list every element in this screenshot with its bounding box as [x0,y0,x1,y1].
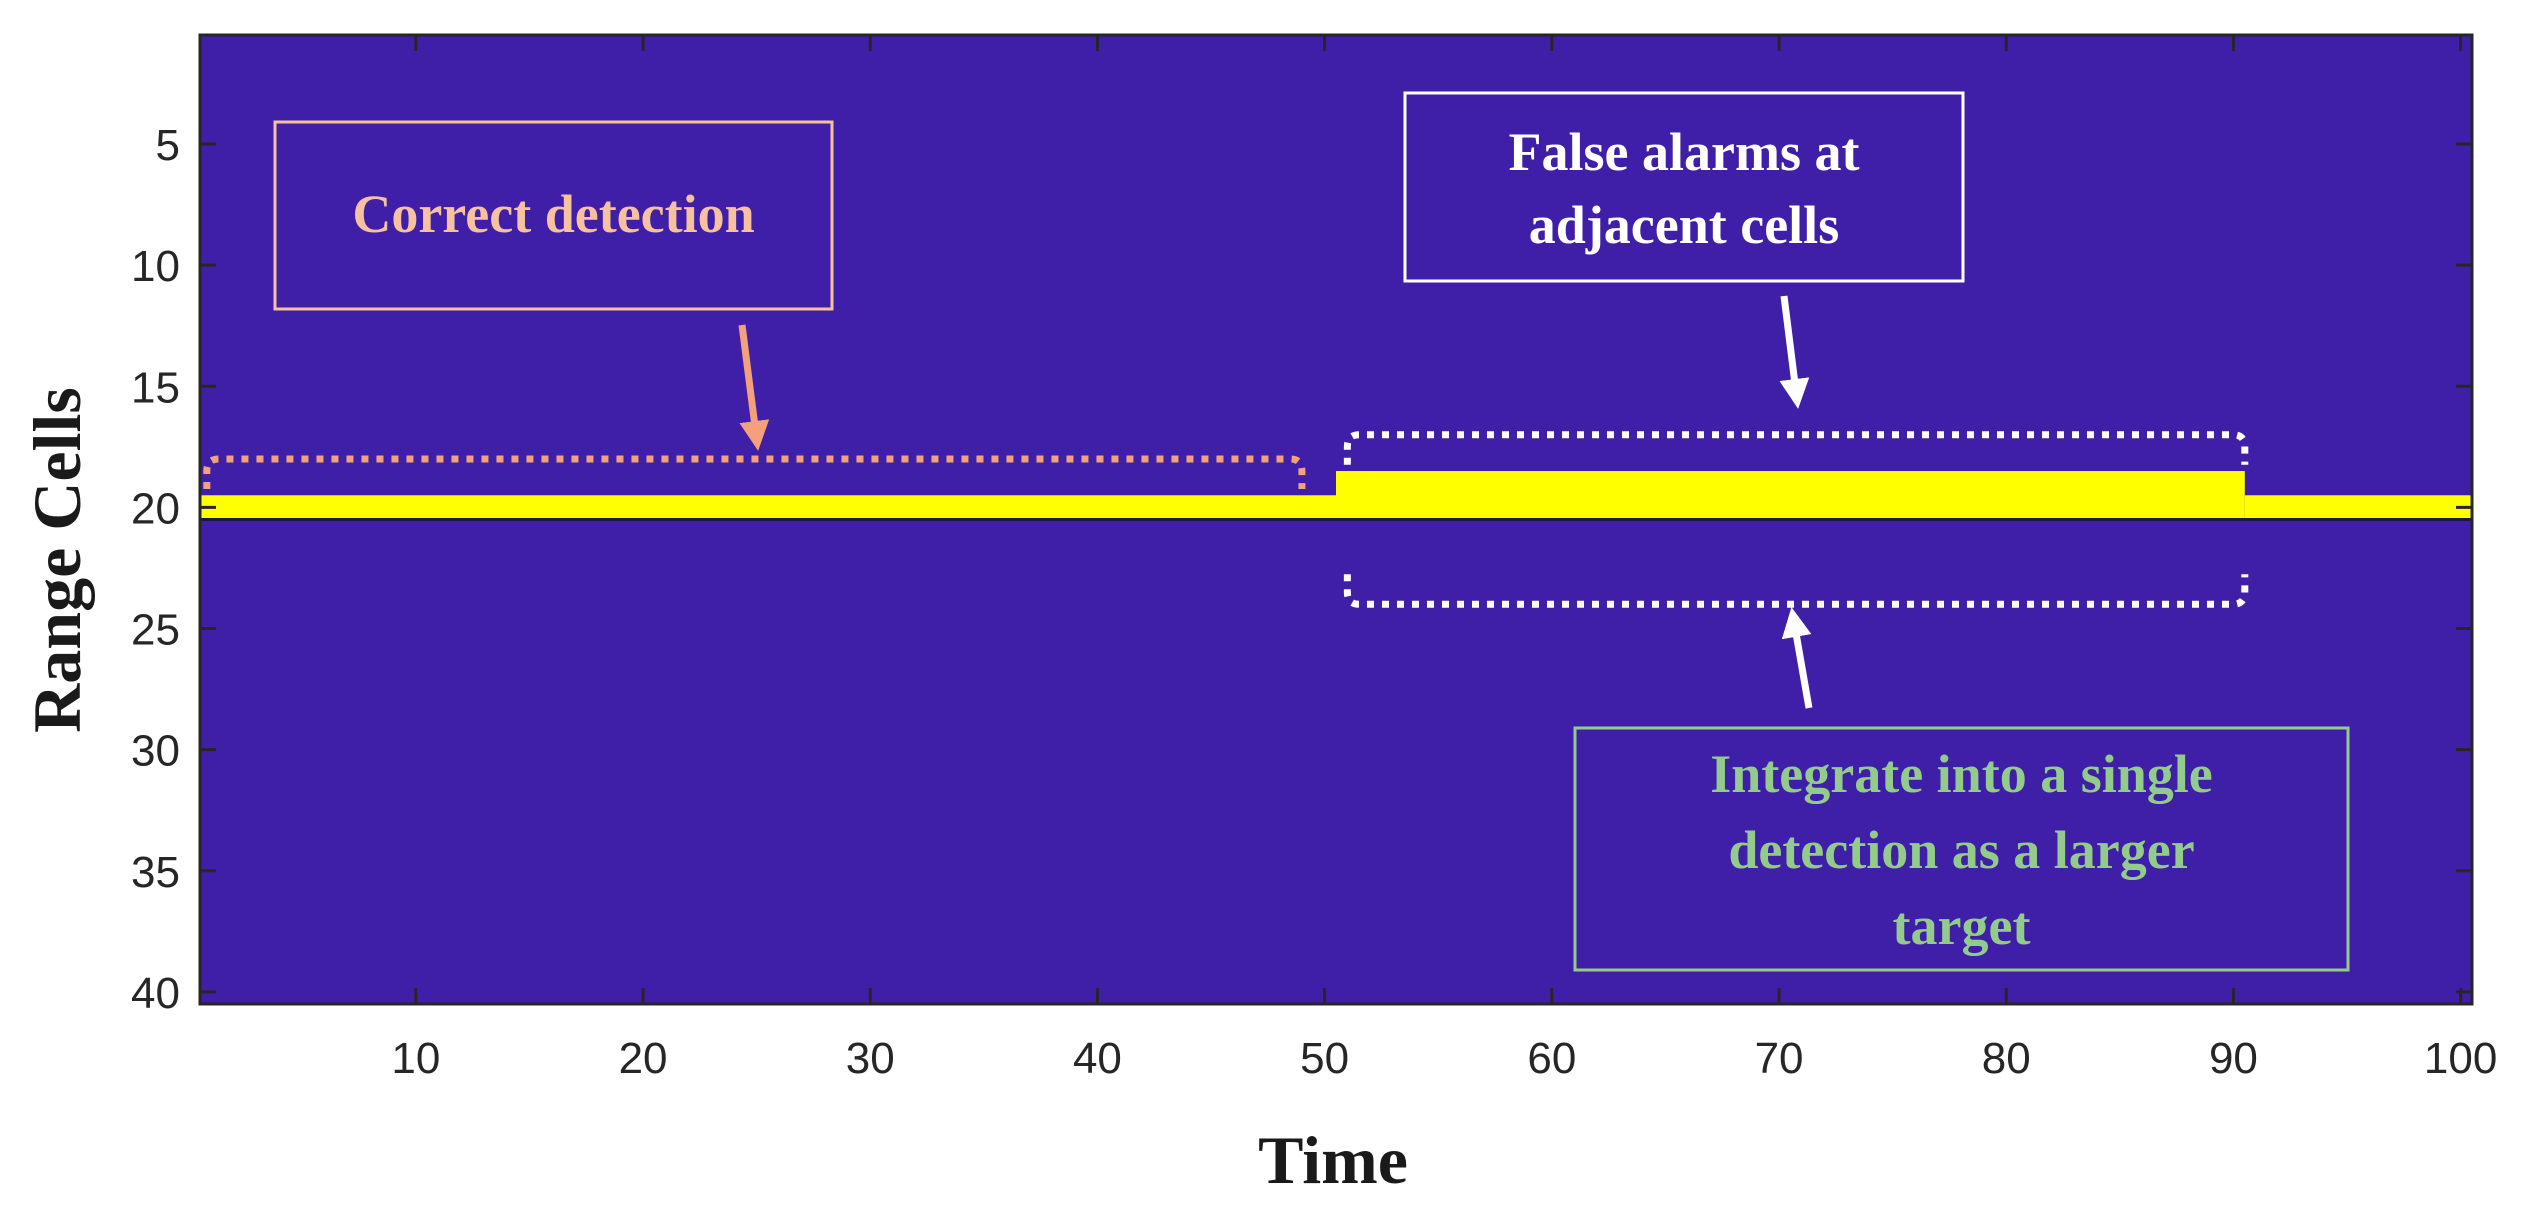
annotation-text-false-alarms: adjacent cells [1529,195,1839,255]
annotation-box-false-alarms [1403,91,1965,283]
detection-block-3 [2244,495,2472,520]
annotation-box-integrate [1573,726,2350,972]
x-tick-label: 60 [1527,1034,1576,1083]
x-tick-label: 30 [846,1034,895,1083]
y-tick-label: 35 [131,848,180,897]
y-tick-label: 5 [156,121,180,170]
x-tick-label: 90 [2209,1034,2258,1083]
annotation-text-integrate: Integrate into a single [1710,744,2212,804]
axes-frame [198,33,2474,1006]
x-tick-label: 40 [1073,1034,1122,1083]
y-tick-label: 15 [131,363,180,412]
annotation-arrow-correct [738,324,770,451]
annotation-text-integrate: detection as a larger [1728,820,2194,880]
annotation-arrow-false-alarms [1779,295,1810,409]
annotation-false-alarms: False alarms at adjacent cells [1343,91,2249,465]
y-tick-label: 20 [131,484,180,533]
x-tick-label: 20 [619,1034,668,1083]
y-tick-label: 40 [131,969,180,1018]
x-tick-label: 50 [1300,1034,1349,1083]
y-axis-label: Range Cells [19,387,95,733]
annotation-arrow-integrate [1781,607,1813,709]
annotation-correct: Correct detection [203,120,1306,489]
x-tick-label: 10 [391,1034,440,1083]
annotation-bracket-correct [203,455,1306,489]
annotation-text-false-alarms: False alarms at [1509,122,1860,182]
annotation-integrate: Integrate into a single detection as a la… [1343,574,2350,972]
y-tick-label: 30 [131,727,180,776]
x-tick-label: 70 [1755,1034,1804,1083]
annotation-text-correct: Correct detection [352,184,754,244]
x-tick-label: 100 [2424,1034,2497,1083]
x-tick-label: 80 [1982,1034,2031,1083]
x-axis-label: Time [1258,1122,1408,1198]
annotation-text-integrate: target [1893,896,2031,956]
y-tick-label: 10 [131,242,180,291]
y-tick-label: 25 [131,606,180,655]
detection-block-1 [200,495,1336,520]
annotation-box-correct [273,120,834,311]
detection-block-2 [1336,471,2245,520]
